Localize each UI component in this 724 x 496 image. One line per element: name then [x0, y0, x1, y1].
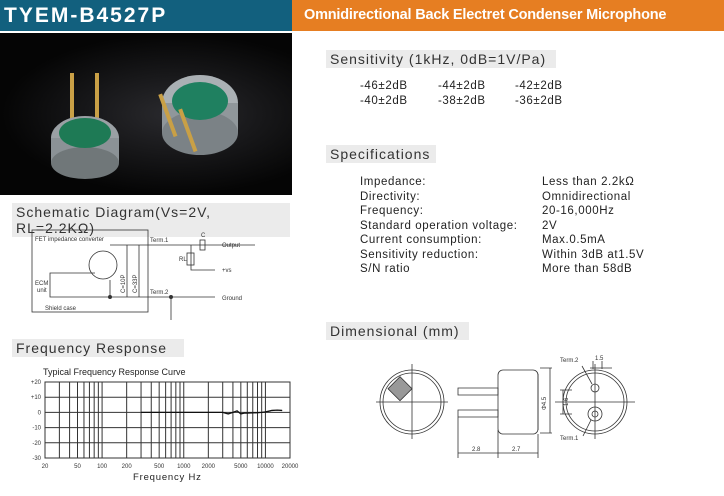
data-point: [265, 411, 266, 413]
schematic-diagram: FET impedance converter Term.1 Term.2 C …: [31, 229, 255, 320]
x-tick-label: 20000: [282, 464, 299, 470]
y-tick-label: +20: [31, 380, 42, 386]
data-point: [277, 409, 278, 411]
svg-text:unit: unit: [37, 288, 47, 294]
y-tick-label: -10: [32, 426, 41, 432]
svg-text:+vs: +vs: [222, 268, 232, 274]
x-axis-label: Frequency Hz: [133, 472, 202, 483]
data-point: [227, 413, 229, 415]
spec-value: Omnidirectional: [542, 190, 631, 203]
spec-value: Less than 2.2kΩ: [542, 176, 635, 188]
data-point: [232, 412, 234, 413]
svg-text:2.8: 2.8: [472, 447, 481, 453]
x-tick-label: 50: [74, 464, 81, 470]
x-tick-label: 1000: [177, 464, 191, 470]
spec-label: Standard operation voltage:: [360, 219, 518, 232]
svg-text:Φ4.5: Φ4.5: [542, 396, 548, 410]
svg-text:C=10P: C=10P: [121, 274, 127, 293]
y-tick-label: 0: [38, 410, 42, 416]
svg-text:C=33P: C=33P: [133, 274, 139, 293]
sensitivity-value: -38±2dB: [438, 95, 486, 107]
svg-text:Term.2: Term.2: [150, 290, 169, 296]
spec-label: S/N ratio: [360, 263, 411, 275]
frequency-response-heading: Frequency Response: [12, 339, 184, 357]
svg-text:FET impedance converter: FET impedance converter: [35, 237, 104, 243]
sensitivity-grid: -46±2dB -44±2dB -42±2dB -40±2dB -38±2dB …: [360, 80, 585, 107]
dimensional-drawing: Term.2 1.5 1.6 Φ4.5 Term.1 2.8 2.7: [376, 356, 635, 458]
svg-text:ECM: ECM: [35, 281, 48, 287]
sensitivity-value: -40±2dB: [360, 95, 408, 107]
y-tick-label: -30: [32, 456, 41, 462]
x-tick-label: 5000: [234, 464, 248, 470]
y-tick-label: -20: [32, 441, 41, 447]
spec-label: Sensitivity reduction:: [360, 248, 479, 261]
x-tick-label: 200: [122, 464, 133, 470]
specifications-heading: Specifications: [326, 145, 436, 163]
data-point: [243, 412, 245, 414]
product-title: Omnidirectional Back Electret Condenser …: [292, 0, 724, 31]
data-point: [240, 413, 242, 415]
spec-label: Impedance:: [360, 176, 427, 188]
data-point: [257, 412, 258, 414]
spec-value: 20-16,000Hz: [542, 205, 615, 217]
svg-text:RL: RL: [179, 257, 187, 263]
svg-text:Ground: Ground: [222, 296, 242, 302]
sensitivity-value: -42±2dB: [515, 80, 563, 92]
svg-text:Shield case: Shield case: [45, 306, 77, 312]
x-tick-label: 100: [97, 464, 108, 470]
spec-value: 2V: [542, 219, 558, 232]
model-title: TYEM-B4527P: [0, 0, 292, 31]
response-curve: [141, 409, 283, 415]
data-point: [222, 412, 224, 413]
svg-text:1.6: 1.6: [564, 397, 570, 406]
svg-text:Term.1: Term.1: [150, 238, 169, 244]
data-point: [252, 412, 254, 414]
spec-value: Within 3dB at1.5V: [542, 248, 645, 261]
spec-value: Max.0.5mA: [542, 234, 606, 246]
spec-label: Frequency:: [360, 205, 424, 217]
frequency-response-chart: Typical Frequency Response Curve Frequen…: [31, 367, 299, 483]
data-point: [268, 410, 270, 412]
data-point: [261, 412, 262, 413]
data-point: [271, 410, 273, 411]
sensitivity-heading: Sensitivity (1kHz, 0dB=1V/Pa): [326, 50, 556, 68]
spec-label: Directivity:: [360, 190, 421, 203]
microphone-left: [51, 73, 119, 179]
svg-text:Term.1: Term.1: [560, 436, 579, 442]
x-tick-label: 20: [42, 464, 49, 470]
data-point: [281, 410, 283, 411]
svg-text:Term.2: Term.2: [560, 358, 579, 364]
schematic-heading: Schematic Diagram(Vs=2V, RL=2.2KΩ): [12, 203, 290, 237]
chart-title: Typical Frequency Response Curve: [43, 367, 186, 377]
data-point: [246, 412, 248, 414]
svg-text:2.7: 2.7: [512, 447, 521, 453]
x-tick-label: 500: [154, 464, 165, 470]
y-tick-label: +10: [31, 395, 42, 401]
svg-text:1.5: 1.5: [595, 356, 604, 362]
sensitivity-value: -46±2dB: [360, 80, 408, 92]
sensitivity-value: -36±2dB: [515, 95, 563, 107]
product-photo: [0, 33, 292, 195]
svg-text:Output: Output: [222, 243, 240, 249]
sensitivity-value: -44±2dB: [438, 80, 486, 92]
microphone-right: [158, 75, 238, 155]
svg-text:C: C: [201, 233, 206, 239]
x-tick-label: 2000: [202, 464, 216, 470]
data-point: [236, 410, 238, 412]
x-tick-label: 10000: [257, 464, 274, 470]
spec-label: Current consumption:: [360, 234, 482, 246]
spec-value: More than 58dB: [542, 263, 633, 275]
dimensional-heading: Dimensional (mm): [326, 322, 469, 340]
specifications-table: Impedance: Less than 2.2kΩ Directivity: Omn…: [360, 176, 702, 275]
